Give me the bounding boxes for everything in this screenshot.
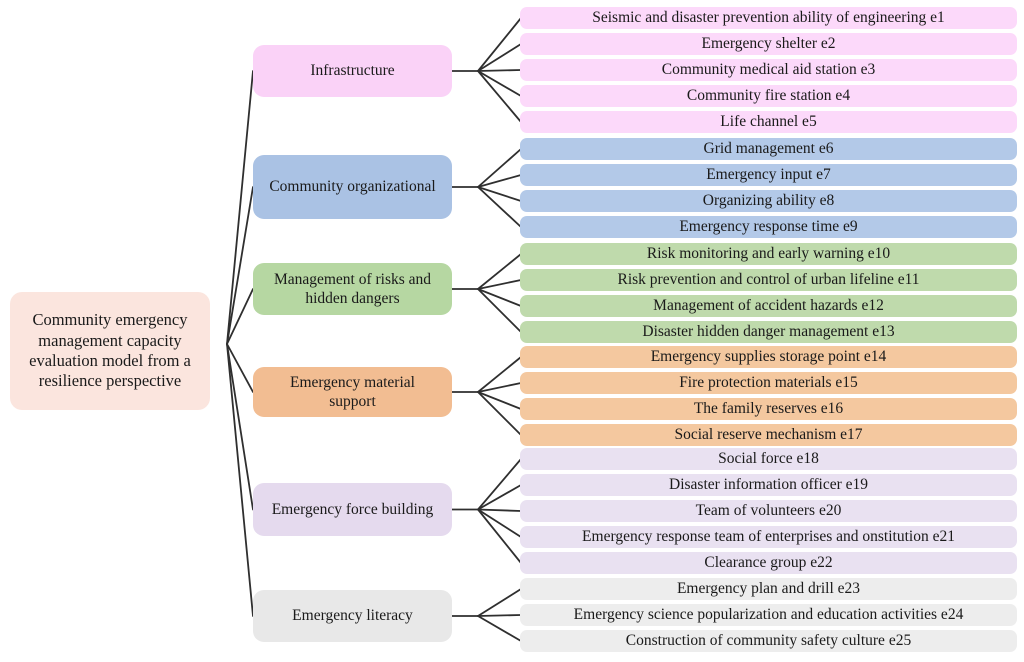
connector-line	[477, 356, 522, 393]
leaf-label: Team of volunteers e20	[695, 502, 842, 520]
connector-line	[477, 253, 522, 290]
leaf-label: Management of accident hazards e12	[653, 297, 884, 315]
leaf-node-e24: Emergency science popularization and edu…	[520, 604, 1017, 626]
leaf-label: Grid management e6	[703, 140, 834, 158]
connector-line	[226, 186, 254, 345]
leaf-node-e11: Risk prevention and control of urban lif…	[520, 269, 1017, 291]
category-node-community-organizational: Community organizational	[253, 155, 452, 219]
leaf-node-e25: Construction of community safety culture…	[520, 630, 1017, 652]
leaf-label: Clearance group e22	[704, 554, 833, 572]
connector-line	[477, 614, 522, 617]
connector-line	[226, 288, 254, 345]
connector-line	[477, 508, 522, 538]
leaf-node-e23: Emergency plan and drill e23	[520, 578, 1017, 600]
leaf-node-e5: Life channel e5	[520, 111, 1017, 133]
category-node-management-of-risks-and-hidden-dangers: Management of risks and hidden dangers	[253, 263, 452, 315]
leaf-label: Emergency science popularization and edu…	[573, 606, 964, 624]
leaf-node-e13: Disaster hidden danger management e13	[520, 321, 1017, 343]
connector-line	[477, 288, 522, 333]
leaf-node-e17: Social reserve mechanism e17	[520, 424, 1017, 446]
connector-line	[477, 508, 522, 564]
connector-line	[477, 279, 522, 290]
leaf-node-e9: Emergency response time e9	[520, 216, 1017, 238]
connector-line	[477, 484, 522, 511]
leaf-node-e20: Team of volunteers e20	[520, 500, 1017, 522]
connector-line	[477, 382, 522, 393]
connector-line	[477, 288, 522, 307]
category-node-infrastructure: Infrastructure	[253, 45, 452, 97]
category-label: Emergency literacy	[292, 607, 413, 625]
category-label: Emergency force building	[271, 500, 434, 518]
leaf-node-e19: Disaster information officer e19	[520, 474, 1017, 496]
leaf-node-e1: Seismic and disaster prevention ability …	[520, 7, 1017, 29]
leaf-label: Disaster information officer e19	[669, 476, 868, 494]
leaf-label: Emergency response team of enterprises a…	[582, 528, 955, 546]
connector-line	[226, 343, 254, 511]
leaf-node-e7: Emergency input e7	[520, 164, 1017, 186]
connector-line	[477, 588, 522, 617]
leaf-label: Emergency shelter e2	[701, 35, 836, 53]
leaf-node-e16: The family reserves e16	[520, 398, 1017, 420]
leaf-label: Emergency input e7	[706, 166, 831, 184]
leaf-label: Emergency response time e9	[679, 218, 858, 236]
category-label: Emergency material support	[290, 373, 415, 410]
root-node: Community emergency management capacity …	[10, 292, 210, 410]
leaf-node-e18: Social force e18	[520, 448, 1017, 470]
leaf-label: Disaster hidden danger management e13	[642, 323, 895, 341]
connector-line	[226, 343, 254, 617]
connector-line	[477, 17, 522, 72]
connector-line	[477, 43, 522, 72]
leaf-node-e3: Community medical aid station e3	[520, 59, 1017, 81]
leaf-node-e10: Risk monitoring and early warning e10	[520, 243, 1017, 265]
leaf-node-e12: Management of accident hazards e12	[520, 295, 1017, 317]
connector-line	[477, 69, 522, 72]
leaf-label: Emergency plan and drill e23	[676, 580, 861, 598]
leaf-label: Risk prevention and control of urban lif…	[617, 271, 920, 289]
connector-line	[477, 186, 522, 202]
leaf-label: Fire protection materials e15	[679, 374, 858, 392]
leaf-node-e15: Fire protection materials e15	[520, 372, 1017, 394]
category-node-emergency-force-building: Emergency force building	[253, 483, 452, 536]
leaf-label: The family reserves e16	[693, 400, 844, 418]
leaf-label: Community fire station e4	[686, 87, 851, 105]
category-node-emergency-literacy: Emergency literacy	[253, 590, 452, 642]
leaf-label: Emergency supplies storage point e14	[650, 348, 887, 366]
connector-line	[477, 391, 522, 436]
leaf-label: Community medical aid station e3	[661, 61, 876, 79]
connector-line	[477, 174, 522, 188]
leaf-label: Social force e18	[718, 450, 819, 468]
leaf-node-e8: Organizing ability e8	[520, 190, 1017, 212]
connector-line	[477, 508, 522, 512]
leaf-label: Life channel e5	[720, 113, 817, 131]
leaf-label: Organizing ability e8	[702, 192, 835, 210]
leaf-label: Seismic and disaster prevention ability …	[592, 9, 945, 27]
leaf-node-e2: Emergency shelter e2	[520, 33, 1017, 55]
category-node-emergency-material-support: Emergency material support	[253, 367, 452, 417]
leaf-node-e14: Emergency supplies storage point e14	[520, 346, 1017, 368]
root-label: Community emergency management capacity …	[29, 310, 191, 391]
connector-line	[226, 70, 254, 345]
leaf-label: Social reserve mechanism e17	[674, 426, 863, 444]
connector-line	[477, 70, 522, 97]
connector-line	[477, 458, 522, 511]
category-label: Management of risks and hidden dangers	[273, 270, 432, 307]
connector-line	[477, 186, 522, 228]
category-label: Infrastructure	[310, 62, 395, 80]
leaf-node-e6: Grid management e6	[520, 138, 1017, 160]
connector-line	[226, 343, 254, 393]
leaf-label: Risk monitoring and early warning e10	[646, 245, 891, 263]
leaf-node-e21: Emergency response team of enterprises a…	[520, 526, 1017, 548]
connector-line	[477, 70, 522, 123]
leaf-node-e22: Clearance group e22	[520, 552, 1017, 574]
connector-line	[477, 391, 522, 410]
leaf-node-e4: Community fire station e4	[520, 85, 1017, 107]
leaf-label: Construction of community safety culture…	[625, 632, 912, 650]
connector-line	[477, 615, 522, 642]
connector-line	[477, 148, 522, 188]
category-label: Community organizational	[269, 178, 436, 196]
